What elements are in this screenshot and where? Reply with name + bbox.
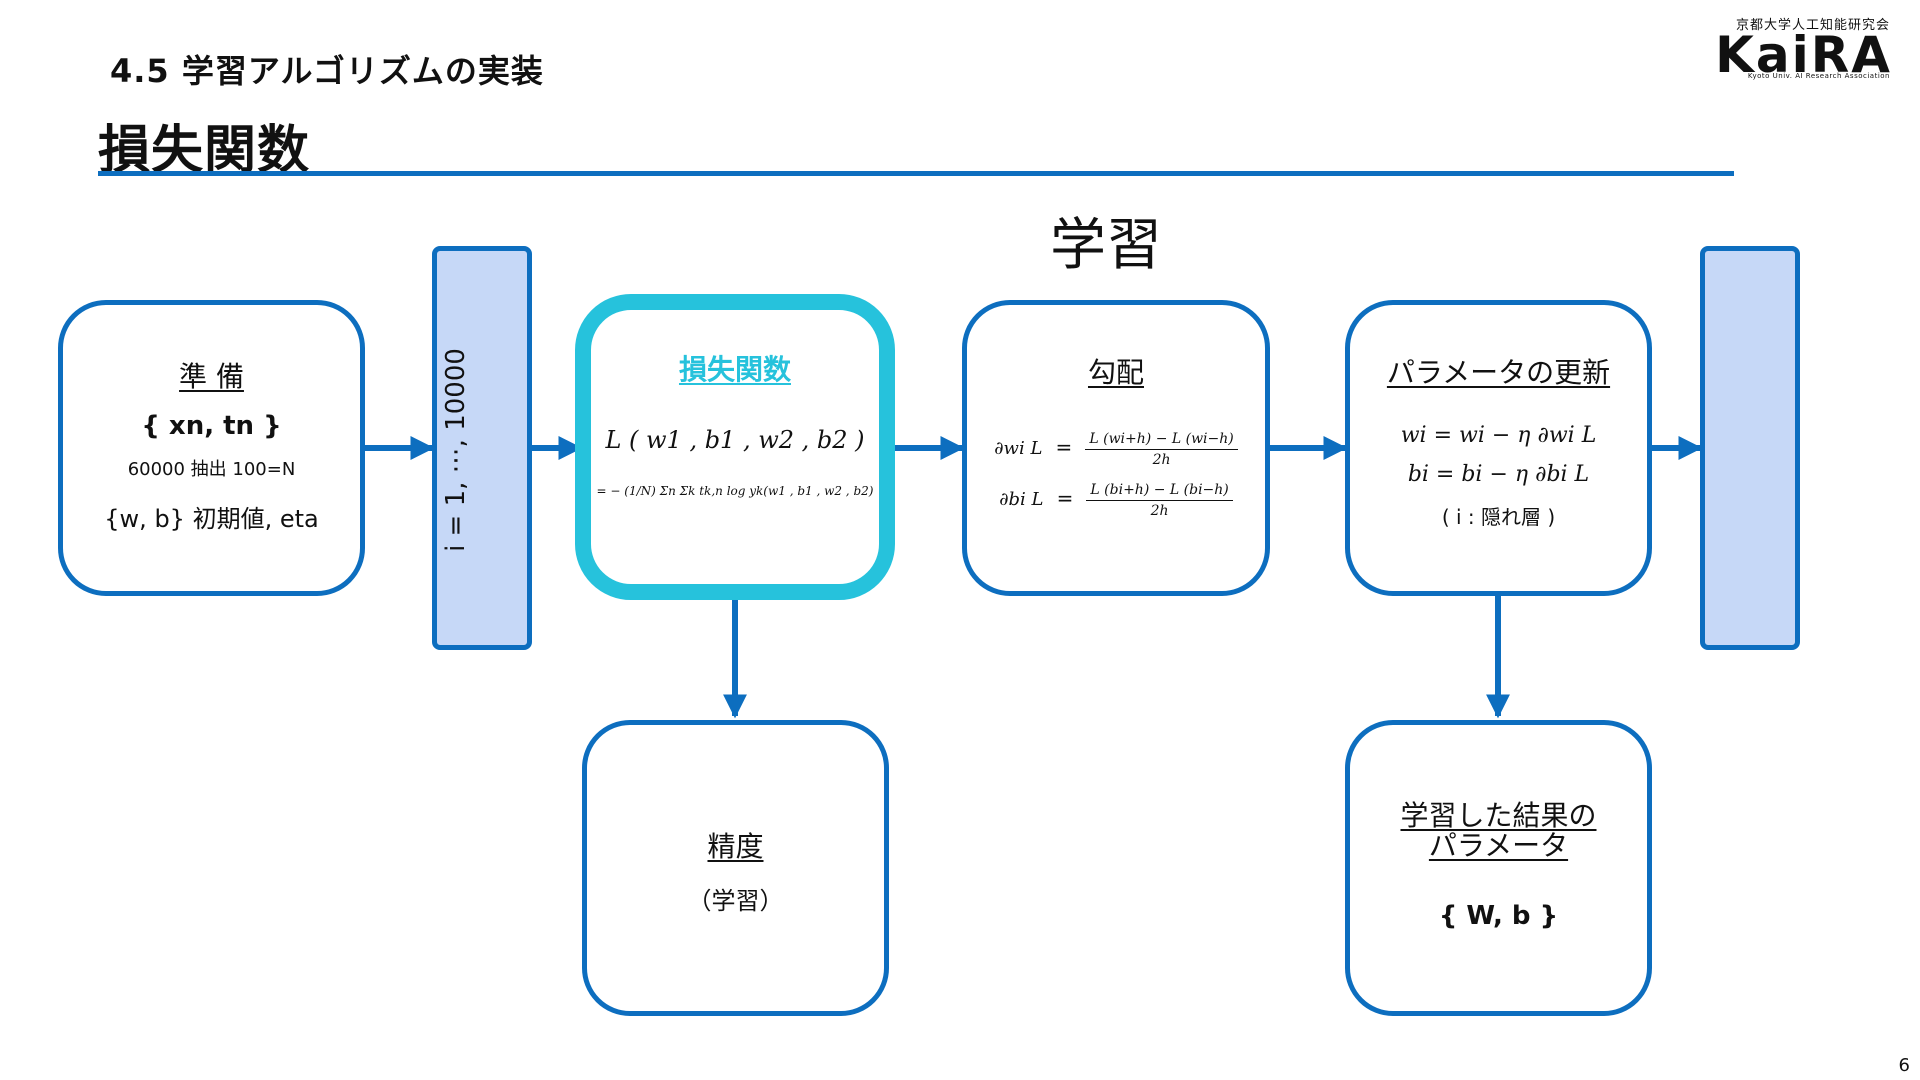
loss-box: 損失関数 L ( w1 , b1 , w2 , b2 ) = − (1/N) Σ… — [575, 294, 895, 600]
prep-sampling: 60000 抽出 100=N — [127, 459, 296, 480]
gradient-b-row: ∂bi L = L (bi+h) − L (bi−h) 2h — [967, 482, 1265, 519]
result-box: 学習した結果の パラメータ { W, b } — [1345, 720, 1652, 1016]
loop-bar — [432, 246, 532, 650]
loss-formula: L ( w1 , b1 , w2 , b2 ) — [605, 426, 865, 454]
prep-data: { xn, tn } — [141, 411, 282, 441]
update-note: ( i : 隠れ層 ) — [1441, 505, 1556, 529]
accuracy-title: 精度 — [707, 830, 764, 863]
loss-title: 損失関数 — [678, 353, 791, 386]
title-underline — [98, 171, 1734, 176]
gradient-b-denominator: 2h — [1150, 503, 1169, 519]
gradient-w-numerator: L (wi+h) − L (wi−h) — [1085, 431, 1238, 450]
prep-init: {w, b} 初期値, eta — [104, 505, 319, 533]
accuracy-box: 精度 （学習） — [582, 720, 889, 1016]
section-heading: 4.5 学習アルゴリズムの実装 — [110, 52, 544, 90]
prep-title: 準 備 — [179, 360, 244, 393]
update-box: パラメータの更新 wi = wi − η ∂wi L bi = bi − η ∂… — [1345, 300, 1652, 596]
gradient-w-row: ∂wi L = L (wi+h) − L (wi−h) 2h — [967, 431, 1265, 468]
update-title: パラメータの更新 — [1386, 356, 1611, 389]
logo-subcaption: Kyoto Univ. AI Research Association — [1747, 72, 1890, 80]
result-title-line2: パラメータ — [1428, 829, 1569, 862]
prep-box: 準 備 { xn, tn } 60000 抽出 100=N {w, b} 初期値… — [58, 300, 365, 596]
loop-label: i = 1, ⋯, 10000 — [441, 348, 471, 552]
update-b-rule: bi = bi − η ∂bi L — [1407, 462, 1590, 487]
gradient-title: 勾配 — [1087, 356, 1144, 389]
accuracy-note: （学習） — [687, 887, 784, 915]
gradient-w-lhs: ∂wi L — [994, 438, 1043, 459]
result-title-line1: 学習した結果の — [1400, 799, 1597, 832]
loss-expansion: = − (1/N) Σn Σk tk,n log yk(w1 , b1 , w2… — [596, 484, 874, 498]
gradient-b-lhs: ∂bi L — [999, 489, 1044, 510]
update-w-rule: wi = wi − η ∂wi L — [1400, 423, 1597, 448]
gradient-box: 勾配 ∂wi L = L (wi+h) − L (wi−h) 2h ∂bi L … — [962, 300, 1270, 596]
gradient-b-numerator: L (bi+h) − L (bi−h) — [1086, 482, 1233, 501]
gradient-w-fraction: L (wi+h) − L (wi−h) 2h — [1085, 431, 1238, 468]
end-bar — [1700, 246, 1800, 650]
logo-caption: 京都大学人工知能研究会 — [1735, 18, 1890, 33]
page-number: 6 — [1898, 1055, 1910, 1076]
gradient-b-fraction: L (bi+h) − L (bi−h) 2h — [1086, 482, 1233, 519]
logo-wordmark: KaiRA — [1715, 26, 1892, 84]
gradient-w-denominator: 2h — [1152, 452, 1171, 468]
result-params: { W, b } — [1438, 901, 1559, 931]
learning-label: 学習 — [1050, 213, 1162, 278]
